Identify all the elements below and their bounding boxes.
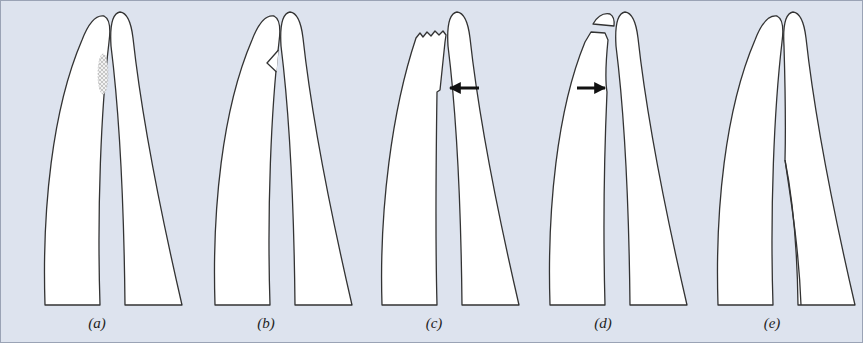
tooth-pair-e (717, 12, 855, 305)
panel-label: (d) (594, 316, 612, 331)
panel-label: (e) (764, 316, 781, 331)
panel-label: (c) (426, 316, 443, 331)
tooth-pair-a (44, 12, 182, 305)
tooth-pair-c (382, 12, 519, 305)
panel-label: (b) (257, 316, 275, 331)
tooth-pair-b (214, 12, 352, 305)
panel-label: (a) (88, 316, 106, 331)
tooth-pair-d (549, 12, 687, 305)
